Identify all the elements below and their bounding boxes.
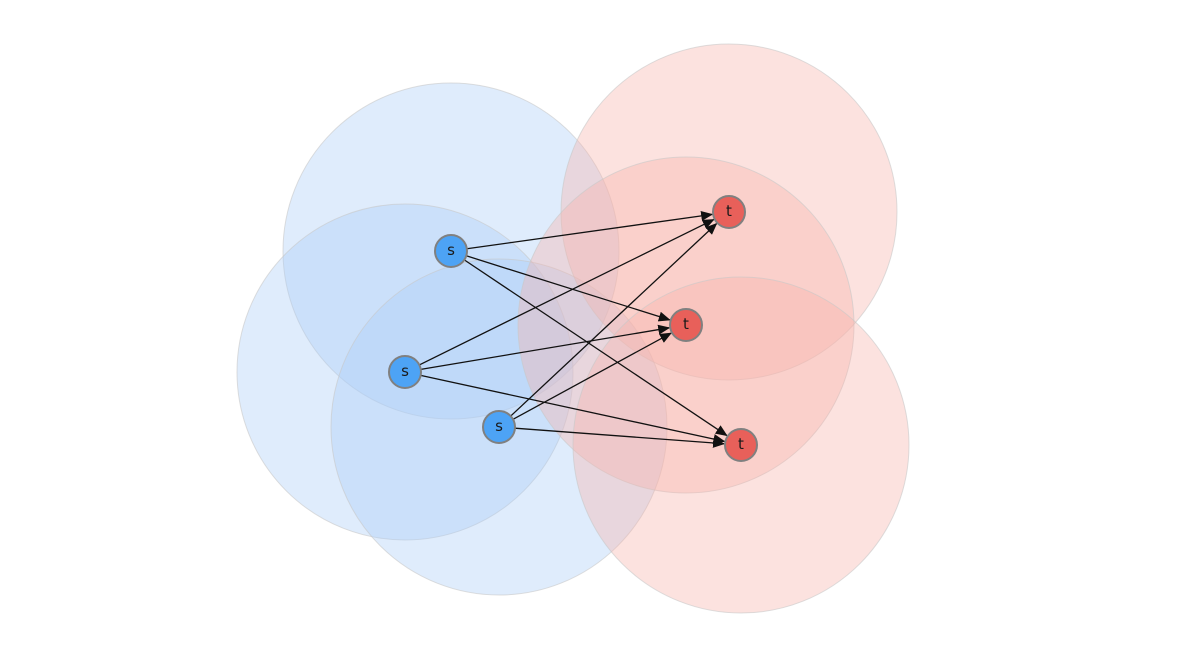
node-circle-s1 bbox=[434, 234, 468, 268]
node-t2[interactable]: t bbox=[669, 308, 703, 342]
edge-s1-t1 bbox=[466, 210, 714, 250]
edge-s3-t1 bbox=[510, 222, 718, 417]
node-label-t3: t bbox=[738, 435, 744, 453]
node-s1[interactable]: s bbox=[434, 234, 468, 268]
node-t3[interactable]: t bbox=[724, 428, 758, 462]
node-circle-t3 bbox=[724, 428, 758, 462]
node-s3[interactable]: s bbox=[482, 410, 516, 444]
node-circle-t1 bbox=[712, 195, 746, 229]
node-label-t2: t bbox=[683, 315, 689, 333]
edge-s3-t3 bbox=[514, 427, 726, 448]
edge-s1-t2 bbox=[466, 255, 671, 322]
node-label-s2: s bbox=[401, 362, 409, 380]
edge-layer bbox=[419, 210, 728, 448]
node-label-s3: s bbox=[495, 417, 503, 435]
node-circle-s2 bbox=[388, 355, 422, 389]
node-t1[interactable]: t bbox=[712, 195, 746, 229]
node-label-t1: t bbox=[726, 202, 732, 220]
edge-s2-t1 bbox=[419, 218, 715, 366]
node-circle-t2 bbox=[669, 308, 703, 342]
node-circle-s3 bbox=[482, 410, 516, 444]
edge-s2-t2 bbox=[420, 324, 671, 371]
edge-s2-t3 bbox=[420, 374, 726, 444]
node-s2[interactable]: s bbox=[388, 355, 422, 389]
node-layer: s s s t t t bbox=[388, 195, 758, 462]
edge-s3-t2 bbox=[512, 332, 672, 420]
edge-s1-t3 bbox=[463, 259, 728, 437]
halo-layer bbox=[236, 43, 910, 614]
node-label-s1: s bbox=[447, 241, 455, 259]
